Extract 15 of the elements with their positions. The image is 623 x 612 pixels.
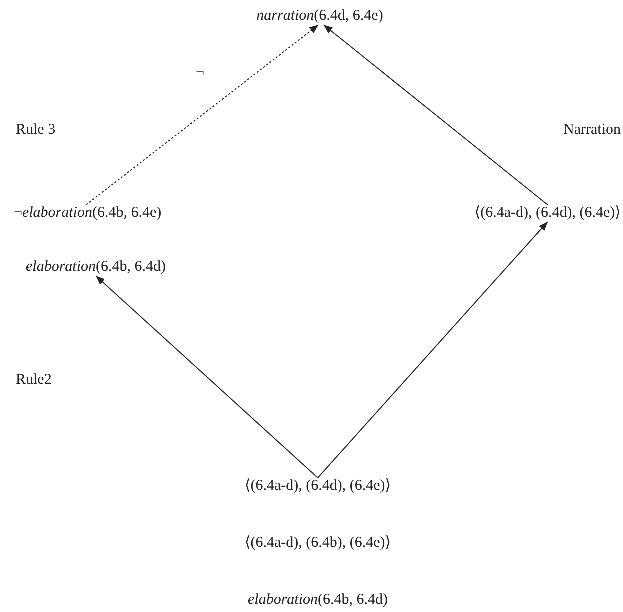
formula-text: ⟨(6.4a-d), (6.4b), (6.4e)⟩ (244, 535, 392, 552)
negation-sign: ¬ (196, 64, 204, 82)
formula-text: elaboration(6.4b, 6.4d) (26, 259, 166, 276)
rule-label: Rule2 (16, 371, 52, 389)
arrow (323, 24, 548, 206)
rule-label: Narration (564, 121, 621, 139)
formula-text: ⟨(6.4a-d), (6.4d), (6.4e)⟩ (474, 205, 621, 222)
arrow (318, 222, 548, 478)
arrow (96, 276, 318, 478)
formula-text: ⟨(6.4a-d), (6.4d), (6.4e)⟩ (244, 478, 392, 495)
rule-label: Rule 3 (16, 121, 56, 139)
formula-text: narration(6.4d, 6.4e) (256, 8, 384, 25)
dotted-arrow (86, 24, 320, 206)
formula-text: elaboration(6.4b, 6.4d) (248, 592, 388, 609)
formula-text: ¬elaboration(6.4b, 6.4e) (14, 205, 162, 222)
